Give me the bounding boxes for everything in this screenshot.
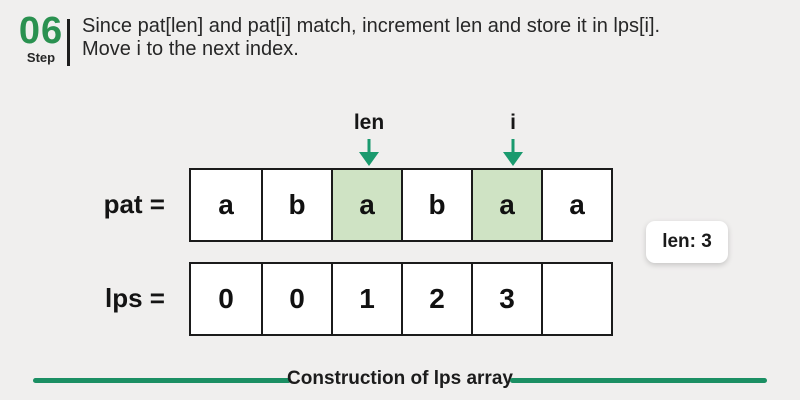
down-arrow-icon bbox=[358, 139, 380, 167]
step-label: Step bbox=[26, 50, 56, 65]
step-description: Since pat[len] and pat[i] match, increme… bbox=[82, 15, 742, 61]
pointer-label-i: i bbox=[510, 111, 516, 134]
header-divider bbox=[67, 19, 70, 66]
lps-cell: 1 bbox=[331, 264, 401, 334]
lps-cell: 0 bbox=[191, 264, 261, 334]
lps-cell: 2 bbox=[401, 264, 471, 334]
lps-row-label: lps = bbox=[105, 283, 165, 313]
lps-array: 0 0 1 2 3 bbox=[189, 262, 613, 336]
lps-cell bbox=[541, 264, 611, 334]
pointer-label-len: len bbox=[353, 111, 385, 134]
pat-cell: a bbox=[541, 170, 611, 240]
pat-cell: a bbox=[471, 170, 541, 240]
pat-cell: a bbox=[191, 170, 261, 240]
footer-right-line bbox=[510, 378, 767, 383]
pat-cell: b bbox=[401, 170, 471, 240]
len-value-badge: len: 3 bbox=[646, 221, 728, 263]
step-description-line1: Since pat[len] and pat[i] match, increme… bbox=[82, 15, 661, 37]
pat-cell: b bbox=[261, 170, 331, 240]
lps-cell: 0 bbox=[261, 264, 331, 334]
lps-cell: 3 bbox=[471, 264, 541, 334]
step-number: 06 bbox=[18, 10, 64, 52]
footer-left-line bbox=[33, 378, 291, 383]
pat-cell: a bbox=[331, 170, 401, 240]
footer-caption: Construction of lps array bbox=[287, 368, 513, 389]
pat-row-label: pat = bbox=[103, 189, 165, 219]
step-description-line2: Move i to the next index. bbox=[82, 38, 299, 60]
pat-array: a b a b a a bbox=[189, 168, 613, 242]
down-arrow-icon bbox=[502, 139, 524, 167]
